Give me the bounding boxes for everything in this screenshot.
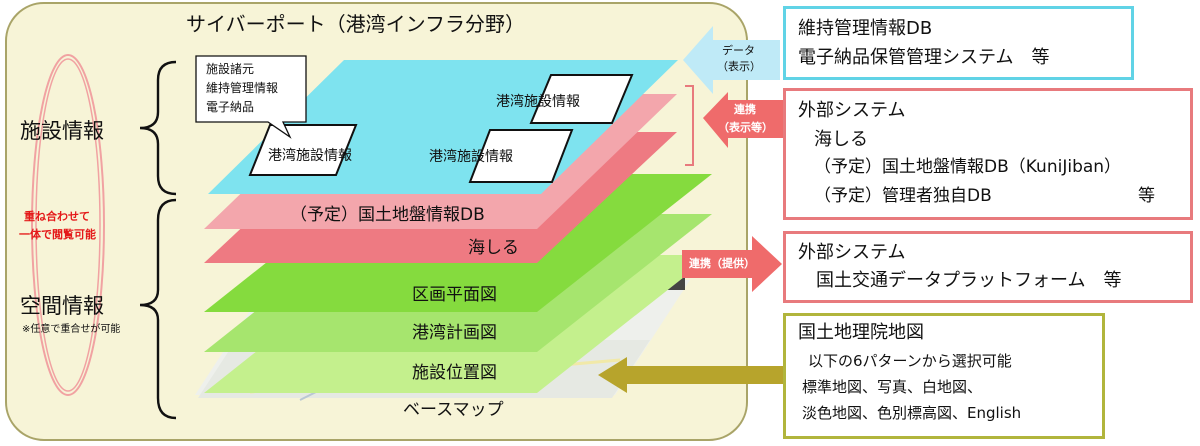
link-provide-label: 連携（提供） (689, 257, 755, 270)
facility-info-heading: 施設情報 (20, 119, 104, 143)
layer-label-facility-location: 施設位置図 (412, 363, 497, 383)
facility-card-2 (529, 74, 634, 124)
spatial-info-note: ※任意で重合せが可能 (22, 324, 121, 335)
layer-label-port-plan: 港湾計画図 (412, 323, 497, 343)
layer-label-geo-db: （予定）国土地盤情報DB (290, 205, 485, 225)
spatial-info-heading: 空間情報 (20, 294, 104, 318)
data-arrow-label-2: （表示） (717, 60, 761, 73)
overlay-ellipse-inner (35, 58, 101, 392)
external1-line-1: 外部システム (798, 100, 906, 121)
gsi-arrow (598, 357, 785, 393)
external1-line-3: （予定）国土地盤情報DB（KuniJiban） (814, 157, 1122, 177)
link-arrow (703, 92, 785, 148)
external2-line-2: 国土交通データプラットフォーム 等 (816, 270, 1122, 291)
data-arrow (683, 26, 780, 94)
callout-line-1: 施設諸元 (206, 62, 255, 76)
layer-label-district-plan: 区画平面図 (412, 285, 497, 305)
link-provide-arrow (682, 236, 782, 292)
diagram-title: サイバーポート（港湾インフラ分野） (186, 12, 525, 36)
callout-bubble (195, 55, 307, 139)
db-system-box: 維持管理情報DB 電子納品保管管理システム 等 (783, 6, 1134, 80)
overlay-note-line2: 一体で閲覧可能 (19, 228, 96, 241)
overlay-note-line1: 重ね合わせて (24, 210, 90, 223)
gsi-box-title: 国土地理院地図 (798, 322, 924, 343)
facility-card-label-1: 港湾施設情報 (268, 148, 352, 164)
external1-line-5: 等 (1138, 186, 1155, 206)
link-arrow-label-1: 連携 (734, 103, 756, 116)
gsi-map-box: 国土地理院地図 以下の6パターンから選択可能 標準地図、写真、白地図、 淡色地図… (783, 313, 1105, 439)
data-arrow-label-1: データ (722, 44, 755, 57)
facility-card-1 (248, 124, 358, 176)
facility-card-3 (468, 129, 574, 183)
db-box-line-2: 電子納品保管管理システム 等 (798, 47, 1050, 68)
gsi-box-line-3: 淡色地図、色別標高図、English (802, 404, 1022, 422)
facility-brace (139, 60, 177, 196)
external-system-box-2: 外部システム 国土交通データプラットフォーム 等 (783, 231, 1193, 303)
gsi-box-line-2: 標準地図、写真、白地図、 (802, 378, 983, 396)
facility-card-label-2: 港湾施設情報 (496, 94, 580, 110)
overlay-ellipse-outer (31, 54, 105, 396)
layer-label-umishiru: 海しる (468, 238, 519, 258)
gsi-box-line-1: 以下の6パターンから選択可能 (808, 352, 1012, 370)
callout-line-3: 電子納品 (206, 100, 255, 114)
facility-card-label-3: 港湾施設情報 (429, 149, 513, 165)
link-bracket (685, 85, 694, 166)
callout-line-2: 維持管理情報 (206, 81, 279, 95)
external1-line-2: 海しる (814, 129, 868, 150)
external1-line-4: （予定）管理者独自DB (814, 186, 992, 206)
layer-label-base-map: ベースマップ (403, 400, 504, 420)
db-box-line-1: 維持管理情報DB (798, 18, 933, 39)
external-system-box-1: 外部システム 海しる （予定）国土地盤情報DB（KuniJiban） （予定）管… (783, 88, 1193, 220)
spatial-brace (139, 198, 177, 420)
link-arrow-label-2: （表示等） (718, 121, 773, 134)
external2-line-1: 外部システム (798, 242, 906, 263)
